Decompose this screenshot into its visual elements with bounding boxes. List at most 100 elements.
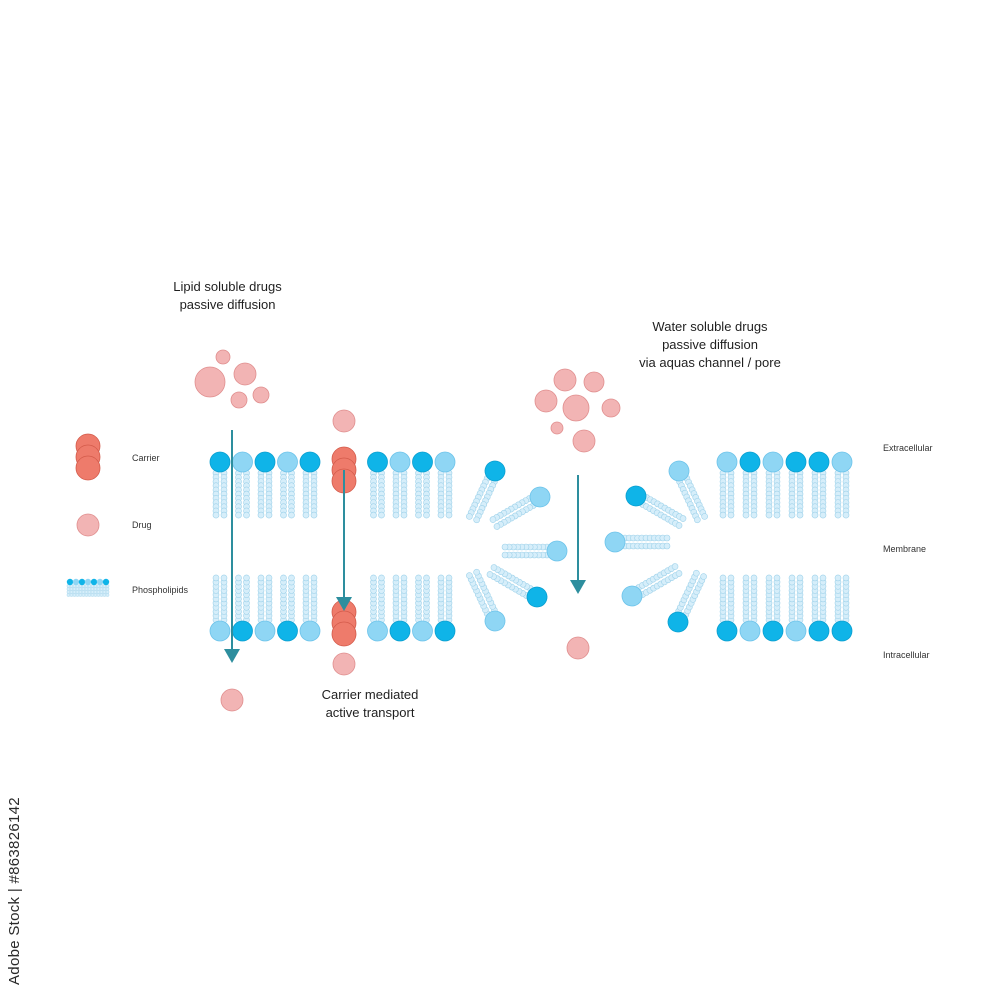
legend-phospholipid-icon: [102, 578, 110, 586]
drug-molecules: [194, 349, 621, 712]
drug-molecule: [583, 371, 605, 393]
tail-bead: [445, 511, 453, 519]
pore-phospholipid: [466, 460, 506, 524]
arrow-head: [570, 580, 586, 594]
tail-bead: [663, 542, 671, 550]
tail-bead: [834, 574, 842, 582]
phospholipid-head: [762, 451, 784, 473]
lipid-soluble-title: Lipid soluble drugs passive diffusion: [150, 278, 305, 314]
carrier-mediated-title: Carrier mediated active transport: [300, 686, 440, 722]
phospholipid-head: [434, 620, 456, 642]
legend-phospholipid-icon: [96, 578, 104, 586]
tail-bead: [796, 511, 804, 519]
tail-bead: [675, 522, 683, 529]
legend-tail-bead: [93, 587, 98, 591]
legend-tail-bead: [69, 587, 74, 591]
tail-bead: [788, 511, 796, 519]
tail-bead: [765, 511, 773, 519]
tail-bead: [445, 574, 453, 582]
pore-phospholipid: [486, 564, 548, 608]
legend-tail-bead: [102, 593, 107, 597]
phospholipid-head: [277, 620, 298, 642]
legend-tail-bead: [105, 590, 110, 594]
legend-tail-bead: [72, 587, 77, 591]
carrier-title-line-2: active transport: [325, 705, 415, 720]
phospholipid-head: [529, 486, 551, 508]
lipid-title-line-1: Lipid soluble drugs: [173, 279, 282, 294]
legend-tail-bead: [96, 587, 101, 591]
legend-icons: [66, 433, 110, 597]
tail-bead: [415, 574, 422, 582]
tail-bead: [819, 574, 827, 582]
legend-tail-bead: [78, 587, 83, 591]
transport-arrows: [224, 430, 586, 663]
legend-tail-bead: [96, 590, 101, 594]
legend-tail-bead: [105, 593, 110, 597]
tail-bead: [501, 543, 509, 551]
tail-bead: [773, 511, 781, 519]
tail-bead: [727, 574, 735, 582]
tail-bead: [750, 574, 758, 582]
legend-tail-bead: [96, 593, 101, 597]
legend-tail-bead: [81, 587, 86, 591]
legend-tail-bead: [102, 590, 107, 594]
legend-tail-bead: [66, 590, 71, 594]
phospholipid-head: [412, 620, 433, 642]
tail-bead: [392, 511, 400, 519]
membrane-label: Membrane: [883, 544, 927, 554]
phospholipid-head: [739, 620, 761, 642]
legend-tail-bead: [102, 587, 107, 591]
phospholipid-head: [484, 460, 506, 482]
phospholipid-head: [808, 451, 830, 473]
phospholipid-head: [389, 451, 411, 473]
tail-bead: [220, 574, 228, 582]
legend-tail-bead: [81, 590, 86, 594]
legend-tail-bead: [84, 590, 89, 594]
tail-bead: [473, 516, 480, 524]
drug-molecule: [332, 409, 356, 433]
tail-bead: [212, 574, 220, 582]
pore-phospholipid: [501, 540, 568, 562]
phospholipid-head: [526, 586, 548, 608]
phospholipid-head: [716, 620, 738, 642]
tail-bead: [378, 511, 385, 519]
tail-bead: [302, 511, 310, 519]
tail-bead: [490, 564, 498, 571]
legend-phospholipid-icon: [78, 578, 86, 586]
legend-tail-bead: [66, 587, 71, 591]
phospholipid-head: [209, 620, 231, 642]
drug-molecule: [230, 391, 248, 409]
tail-bead: [466, 513, 473, 520]
tail-bead: [235, 574, 242, 582]
legend-tail-bead: [75, 590, 80, 594]
water-title-line-1: Water soluble drugs: [652, 319, 768, 334]
tail-bead: [288, 574, 295, 582]
tail-bead: [694, 516, 701, 524]
phospholipid-head: [232, 620, 253, 642]
drug-molecule: [233, 362, 257, 386]
phospholipid-head: [604, 531, 626, 553]
tail-bead: [486, 571, 494, 578]
lipid-title-line-2: passive diffusion: [179, 297, 276, 312]
phospholipid-head: [434, 451, 456, 473]
phospholipid-head: [785, 620, 807, 642]
intracellular-label: Intracellular: [883, 650, 930, 660]
tail-bead: [811, 574, 819, 582]
tail-bead: [750, 511, 758, 519]
tail-bead: [819, 511, 827, 519]
tail-bead: [700, 573, 707, 580]
legend-tail-bead: [87, 593, 92, 597]
legend-tail-bead: [75, 593, 80, 597]
tail-bead: [727, 511, 735, 519]
pore-phospholipid: [621, 563, 683, 607]
phospholipid-head: [762, 620, 784, 642]
phospholipid-head: [232, 451, 253, 473]
tail-bead: [415, 511, 422, 519]
pore-phospholipid: [668, 460, 708, 524]
tail-bead: [392, 574, 400, 582]
phospholipid-head: [367, 451, 388, 473]
tail-bead: [437, 511, 445, 519]
phospholipid-tails: [212, 469, 850, 624]
tail-bead: [842, 511, 850, 519]
legend-tail-bead: [90, 593, 95, 597]
